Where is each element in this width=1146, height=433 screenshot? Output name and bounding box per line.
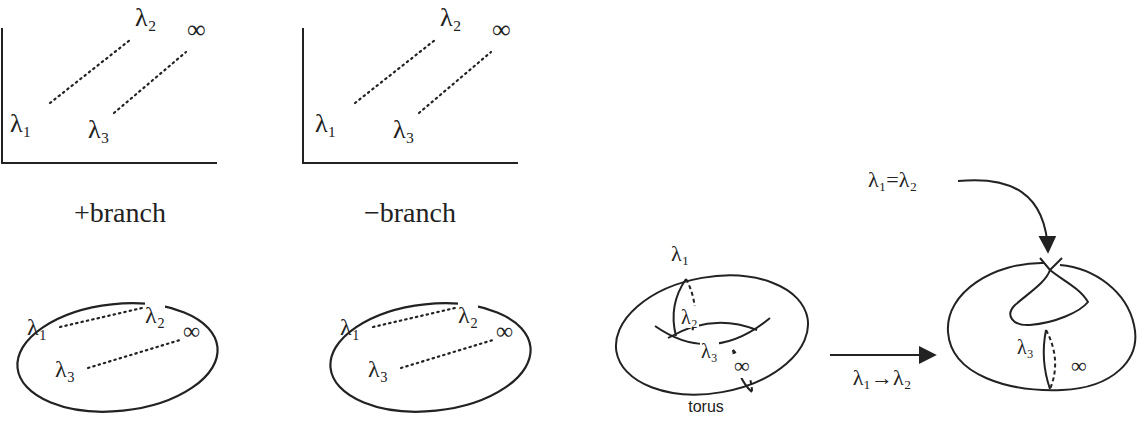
point-label: λ₁ xyxy=(10,110,32,139)
point-label: λ₁ xyxy=(670,242,690,266)
point-label: λ₁ xyxy=(315,110,337,139)
axes xyxy=(2,28,518,163)
branch-title: −branch xyxy=(364,198,456,229)
sheet-label: λ₁ xyxy=(27,314,47,340)
point-label: λ₁→λ₂ xyxy=(853,366,912,390)
sheet-label: λ₃ xyxy=(368,356,388,382)
sheet-label: λ₁ xyxy=(340,314,360,340)
riemann-sheet: λ₁ λ₂ ∞ λ₃ xyxy=(15,300,220,415)
point-label: λ₂ xyxy=(680,306,699,328)
point-label: ∞ xyxy=(1070,354,1088,378)
torus-figure xyxy=(606,261,817,409)
point-label: ∞ xyxy=(733,354,751,378)
point-label: λ₂ xyxy=(440,4,462,33)
transition-arrow xyxy=(830,354,935,356)
sheet-label: ∞ xyxy=(183,318,200,344)
point-label: λ₃ xyxy=(700,340,719,362)
point-label: λ₃ xyxy=(1016,336,1035,358)
point-label: λ₁=λ₂ xyxy=(868,168,917,192)
sheet-label: ∞ xyxy=(496,318,513,344)
sheet-label: λ₂ xyxy=(145,302,165,328)
branch-title: +branch xyxy=(74,198,166,229)
sheet-label: λ₃ xyxy=(55,356,75,382)
point-label: λ₂ xyxy=(135,4,157,33)
sheet-label: λ₂ xyxy=(458,302,478,328)
riemann-sheet: λ₁ λ₂ ∞ λ₃ xyxy=(328,300,533,415)
point-label: ∞ xyxy=(492,16,511,45)
point-label: λ₃ xyxy=(393,116,415,145)
pinched-torus xyxy=(948,258,1135,390)
point-label: ∞ xyxy=(187,16,206,45)
point-label: λ₃ xyxy=(88,116,110,145)
point-label: torus xyxy=(688,398,724,416)
pointer-arrow xyxy=(958,180,1048,252)
branch-cut xyxy=(50,40,493,368)
